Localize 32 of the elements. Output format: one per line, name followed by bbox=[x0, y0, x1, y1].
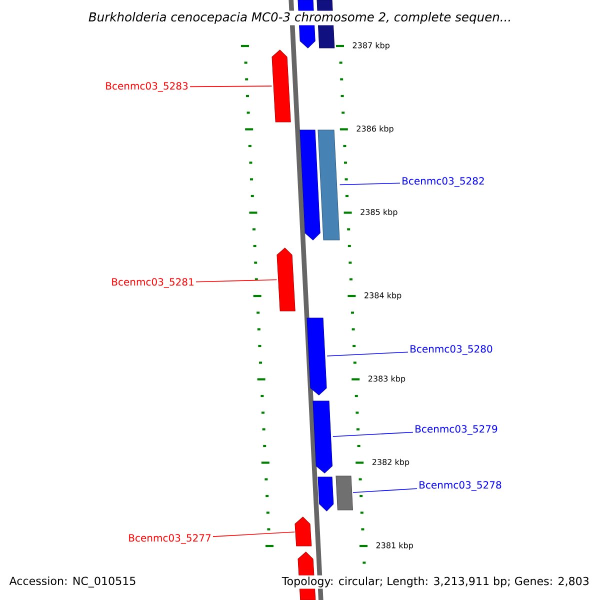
gene-block bbox=[294, 516, 312, 546]
gene-block bbox=[276, 248, 296, 312]
scale-label: 2381 kbp bbox=[376, 542, 414, 550]
gene-block bbox=[318, 476, 334, 512]
accession-text: Accession: NC_010515 bbox=[9, 576, 136, 588]
gene-bar bbox=[336, 476, 353, 510]
gene-block bbox=[306, 318, 327, 396]
leader-line bbox=[326, 352, 408, 356]
gene-label: Bcenmc03_5278 bbox=[420, 481, 502, 491]
scale-label: 2387 kbp bbox=[352, 42, 390, 50]
scale-label: 2382 kbp bbox=[372, 458, 410, 467]
gene-label: Bcenmc03_5283 bbox=[106, 82, 188, 92]
summary-text: Topology: circular; Length: 3,213,911 bp; Genes: 2,803 bbox=[280, 575, 591, 589]
leader-line bbox=[196, 279, 278, 282]
leader-line bbox=[332, 432, 414, 437]
scale-label: 2386 kbp bbox=[356, 125, 394, 134]
scale-label: 2384 kbp bbox=[364, 292, 402, 300]
gene-block bbox=[312, 400, 332, 474]
leader-line bbox=[212, 532, 296, 537]
gene-label: Bcenmc03_5280 bbox=[410, 345, 492, 355]
leader-line bbox=[339, 182, 400, 186]
gene-bar bbox=[318, 130, 340, 240]
gene-block bbox=[272, 50, 291, 122]
gene-label: Bcenmc03_5277 bbox=[129, 534, 211, 544]
title: Burkholderia cenocepacia MC0-3 chromosome 2, complete sequen... bbox=[87, 10, 513, 26]
gene-label: Bcenmc03_5282 bbox=[402, 177, 484, 187]
leader-line bbox=[190, 86, 272, 88]
gene-block bbox=[300, 130, 320, 240]
gene-label: Bcenmc03_5279 bbox=[416, 425, 498, 435]
gene-label: Bcenmc03_5281 bbox=[112, 278, 194, 288]
scale-label: 2385 kbp bbox=[360, 208, 398, 217]
scale-label: 2383 kbp bbox=[368, 375, 406, 384]
